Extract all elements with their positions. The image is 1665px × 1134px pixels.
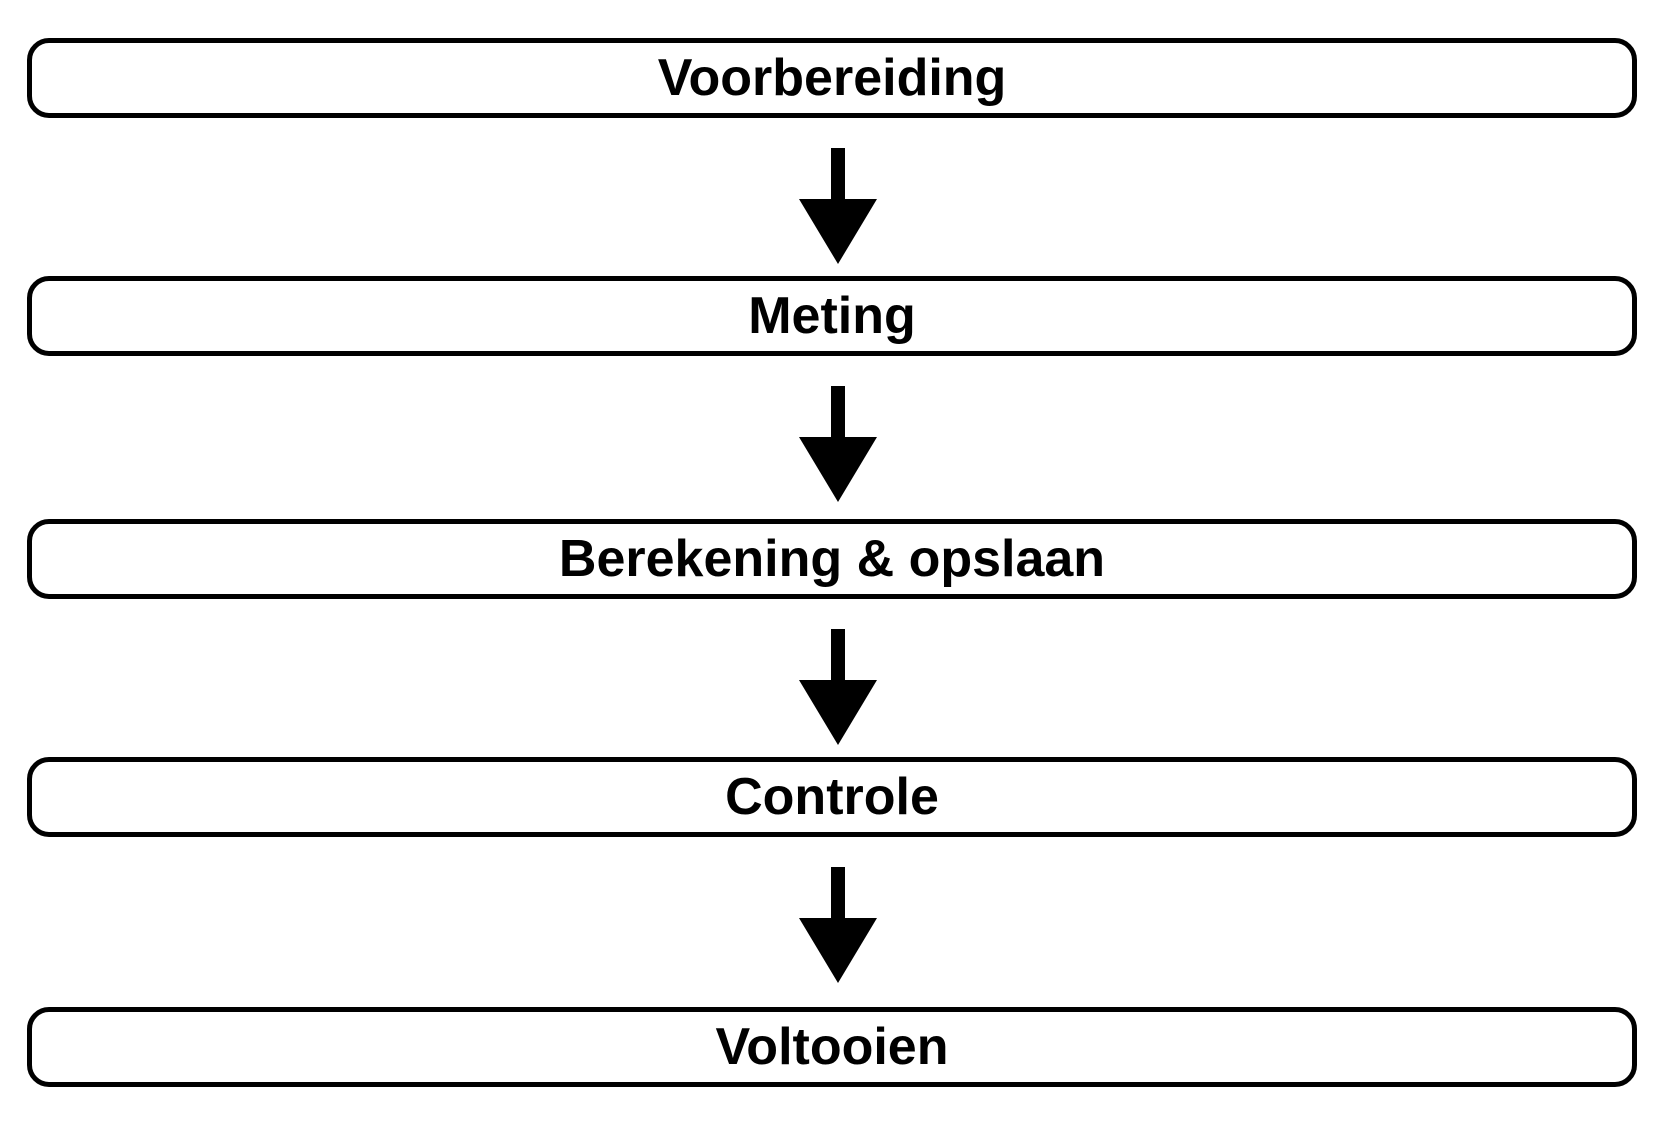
step-voltooien: Voltooien	[27, 1007, 1637, 1087]
step-label: Controle	[725, 768, 939, 826]
arrow-down-icon	[799, 386, 877, 502]
step-voorbereiding: Voorbereiding	[27, 38, 1637, 118]
arrow-down-icon	[799, 867, 877, 983]
step-controle: Controle	[27, 757, 1637, 837]
step-label: Voltooien	[715, 1018, 949, 1076]
step-berekening-opslaan: Berekening & opslaan	[27, 519, 1637, 599]
step-meting: Meting	[27, 276, 1637, 356]
arrow-down-icon	[799, 629, 877, 745]
step-label: Meting	[748, 287, 916, 345]
step-label: Berekening & opslaan	[558, 530, 1106, 588]
step-label: Voorbereiding	[657, 49, 1007, 107]
arrow-down-icon	[799, 148, 877, 264]
